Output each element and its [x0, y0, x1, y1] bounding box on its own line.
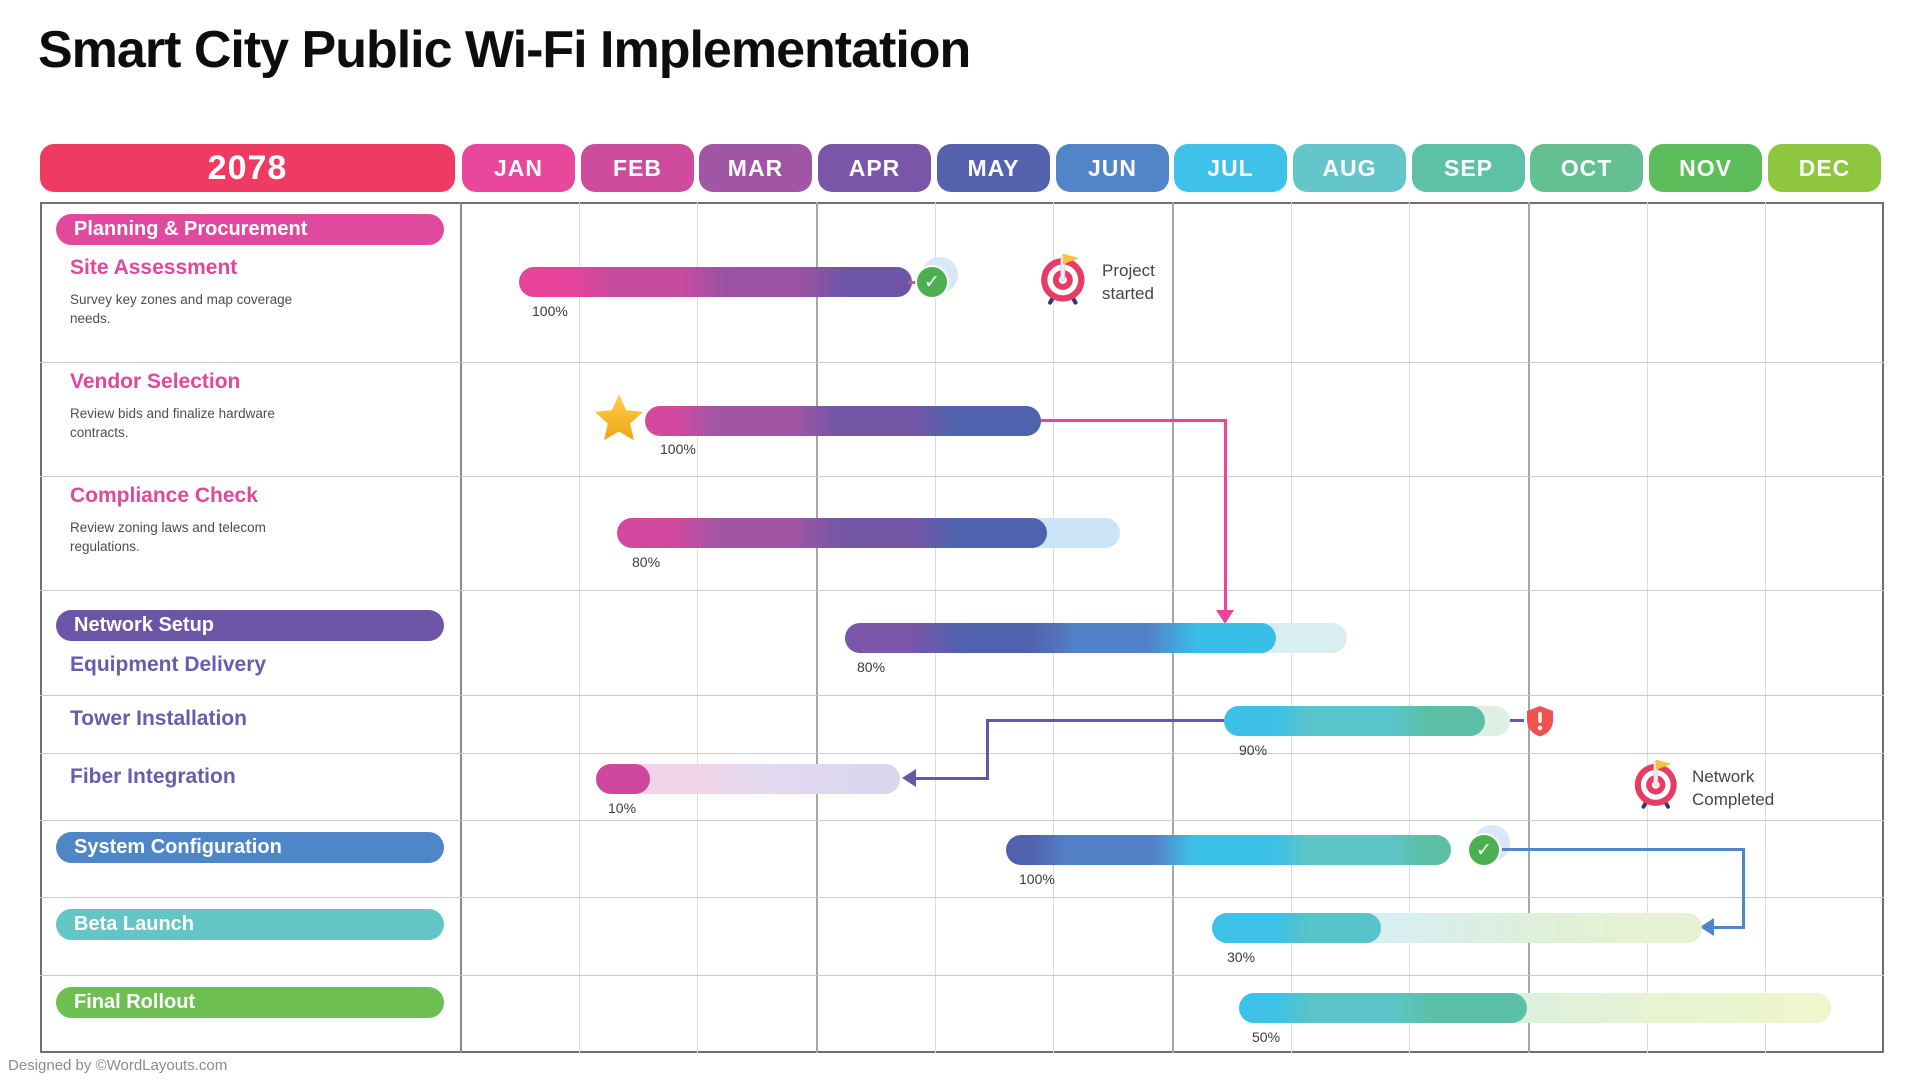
gridline-apr-q2 [816, 202, 818, 1053]
gantt-bar-beta-done [1212, 913, 1381, 943]
annotation-network-completed: Network Completed [1692, 766, 1802, 812]
progress-label-compliance: 80% [632, 554, 661, 570]
group-header-beta-launch: Beta Launch [56, 909, 444, 940]
row-separator [40, 753, 1884, 754]
month-pill-feb: FEB [581, 144, 694, 192]
dependency-line [1041, 419, 1227, 422]
gridline-nov [1647, 202, 1648, 1053]
row-separator [40, 362, 1884, 363]
row-separator [40, 590, 1884, 591]
gridline-oct-q4 [1528, 202, 1530, 1053]
task-label-equipment-delivery: Equipment Delivery [70, 653, 267, 676]
progress-label-tower: 90% [1239, 742, 1268, 758]
annotation-line: started [1102, 283, 1154, 303]
group-header-final-rollout: Final Rollout [56, 987, 444, 1018]
month-pill-may: MAY [937, 144, 1050, 192]
gridline-dec [1765, 202, 1766, 1053]
dependency-line [1502, 848, 1745, 851]
task-desc-compliance-check: Review zoning laws and telecom regulatio… [70, 520, 266, 554]
row-separator [40, 476, 1884, 477]
annotation-line: Completed [1692, 789, 1775, 809]
annotation-line: Network [1692, 767, 1755, 786]
year-badge: 2078 [40, 144, 455, 192]
month-pill-apr: APR [818, 144, 931, 192]
gantt-bar-system-configuration [1006, 835, 1451, 865]
dependency-arrowhead [902, 769, 916, 787]
dependency-line [1224, 419, 1227, 611]
task-label-compliance-check: Compliance Check [70, 484, 258, 507]
label-column-divider [460, 202, 462, 1053]
task-label-tower-installation: Tower Installation [70, 707, 247, 730]
gridline-sep [1409, 202, 1410, 1053]
gantt-bar-compliance-done [617, 518, 1047, 548]
task-label-site-assessment: Site Assessment [70, 256, 238, 279]
task-label-fiber-integration: Fiber Integration [70, 765, 236, 788]
group-header-system-configuration: System Configuration [56, 832, 444, 863]
gantt-bar-rollout-done [1239, 993, 1527, 1023]
progress-label-equipment: 80% [857, 659, 886, 675]
dependency-line [1742, 848, 1745, 929]
progress-label-beta: 30% [1227, 949, 1256, 965]
gantt-bar-tower-done [1224, 706, 1485, 736]
credit-text: Designed by ©WordLayouts.com [8, 1057, 228, 1074]
task-desc-site-assessment: Survey key zones and map coverage needs. [70, 292, 293, 326]
row-separator [40, 897, 1884, 898]
star-milestone-icon [595, 394, 643, 441]
month-pill-oct: OCT [1530, 144, 1643, 192]
month-pill-jun: JUN [1056, 144, 1169, 192]
gridline-feb [579, 202, 580, 1053]
progress-label-vendor: 100% [660, 441, 696, 457]
month-pill-aug: AUG [1293, 144, 1406, 192]
target-milestone-icon [1634, 759, 1677, 809]
row-separator [40, 820, 1884, 821]
dependency-arrowhead [1700, 918, 1714, 936]
row-separator [40, 975, 1884, 976]
dependency-line [916, 777, 986, 780]
group-header-planning: Planning & Procurement [56, 214, 444, 245]
group-header-network-setup: Network Setup [56, 610, 444, 641]
month-pill-jul: JUL [1174, 144, 1287, 192]
month-pill-dec: DEC [1768, 144, 1881, 192]
gantt-bar-site-assessment [519, 267, 912, 297]
risk-shield-icon [1527, 706, 1553, 737]
progress-label-fiber: 10% [608, 800, 637, 816]
month-pill-nov: NOV [1649, 144, 1762, 192]
row-separator [40, 695, 1884, 696]
dependency-arrowhead [1216, 610, 1234, 624]
month-pill-sep: SEP [1412, 144, 1525, 192]
task-desc-vendor-selection: Review bids and finalize hardware contra… [70, 406, 275, 440]
progress-label-rollout: 50% [1252, 1029, 1281, 1045]
month-pill-mar: MAR [699, 144, 812, 192]
annotation-project-started: Project started [1102, 260, 1192, 306]
page-title: Smart City Public Wi-Fi Implementation [38, 21, 971, 79]
target-milestone-icon [1041, 253, 1085, 305]
gantt-bar-equipment-done [845, 623, 1276, 653]
progress-label-system: 100% [1019, 871, 1055, 887]
chart-frame [40, 202, 1884, 1053]
dependency-line [1714, 926, 1745, 929]
progress-label-site: 100% [532, 303, 568, 319]
gantt-bar-vendor-selection [645, 406, 1041, 436]
month-pill-jan: JAN [462, 144, 575, 192]
completed-check-icon: ✓ [915, 265, 949, 299]
gantt-bar-fiber-done [596, 764, 650, 794]
task-label-vendor-selection: Vendor Selection [70, 370, 241, 393]
gridline-mar [697, 202, 698, 1053]
dependency-line [986, 719, 989, 780]
completed-check-icon: ✓ [1467, 833, 1501, 867]
connector-stub [1510, 719, 1524, 722]
annotation-line: Project [1102, 261, 1155, 280]
dependency-line [986, 719, 1224, 722]
